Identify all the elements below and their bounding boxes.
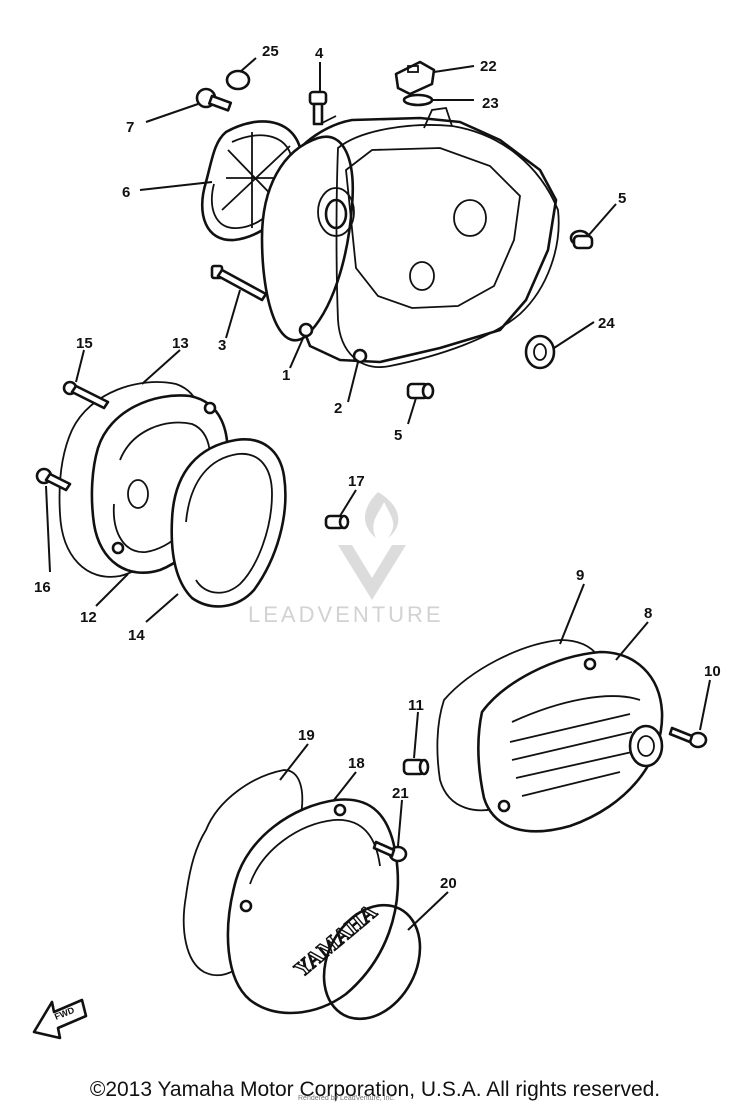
callout-13: 13 bbox=[172, 335, 189, 352]
bolt-10-part bbox=[668, 726, 708, 749]
callout-4: 4 bbox=[315, 45, 324, 62]
callout-8: 8 bbox=[644, 605, 652, 622]
callout-23: 23 bbox=[482, 95, 499, 112]
bolt-21-part bbox=[372, 840, 408, 863]
callout-19: 19 bbox=[298, 727, 315, 744]
bolt-16-part bbox=[35, 467, 72, 492]
dowel-5b-part bbox=[406, 382, 435, 400]
bolt-15-part bbox=[62, 380, 110, 410]
generator-o-ring-20-part bbox=[322, 903, 422, 1021]
watermark: LEADVENTURE bbox=[248, 492, 444, 627]
fwd-arrow-icon: FWD bbox=[32, 998, 88, 1040]
callout-labels: 25 4 7 6 22 23 5 24 3 1 2 5 15 13 17 16 … bbox=[34, 43, 721, 892]
o-ring-23-part bbox=[402, 93, 434, 107]
callout-14: 14 bbox=[128, 627, 145, 644]
clutch-gasket-14-part bbox=[170, 438, 287, 608]
copyright-notice: ©2013 Yamaha Motor Corporation, U.S.A. A… bbox=[89, 1078, 661, 1101]
sprocket-cover-8-part bbox=[477, 650, 664, 833]
callout-24: 24 bbox=[598, 315, 615, 332]
callout-2: 2 bbox=[334, 400, 342, 417]
callout-12: 12 bbox=[80, 609, 97, 626]
callout-20: 20 bbox=[440, 875, 457, 892]
callout-9: 9 bbox=[576, 567, 584, 584]
filler-cap-22-part bbox=[394, 60, 436, 96]
callout-16: 16 bbox=[34, 579, 51, 596]
callout-11: 11 bbox=[408, 697, 424, 714]
o-ring-25-part bbox=[225, 69, 251, 91]
crankcase-cover-part bbox=[260, 107, 558, 364]
crankcase-cover-assembly bbox=[139, 57, 617, 425]
callout-15: 15 bbox=[76, 335, 93, 352]
bolt-4-part bbox=[308, 90, 337, 126]
clutch-cover-assembly bbox=[35, 349, 357, 623]
bolt-3-part bbox=[210, 264, 268, 302]
bolt-7-part bbox=[195, 87, 233, 112]
flame-chevron-logo-icon bbox=[338, 492, 406, 600]
cover-gasket-part bbox=[335, 124, 560, 368]
callout-5b: 5 bbox=[394, 427, 402, 444]
callout-18: 18 bbox=[348, 755, 365, 772]
sprocket-cover-assembly bbox=[402, 583, 711, 833]
callout-10: 10 bbox=[704, 663, 721, 680]
callout-6: 6 bbox=[122, 184, 130, 201]
oil-seal-24-part bbox=[524, 334, 556, 370]
callout-25: 25 bbox=[262, 43, 279, 60]
callout-5a: 5 bbox=[618, 190, 626, 207]
rendered-by-credit: Rendered by LeadVenture, Inc. bbox=[298, 1095, 395, 1102]
callout-17: 17 bbox=[348, 473, 365, 490]
callout-21: 21 bbox=[392, 785, 409, 802]
callout-22: 22 bbox=[480, 58, 497, 75]
dowel-5a-part bbox=[569, 229, 594, 250]
watermark-text: LEADVENTURE bbox=[248, 602, 444, 627]
dowel-11-part bbox=[402, 758, 430, 776]
callout-3: 3 bbox=[218, 337, 226, 354]
generator-cover-assembly: YAMAHA bbox=[182, 743, 449, 1021]
callout-7: 7 bbox=[126, 119, 134, 136]
generator-cover-18-part: YAMAHA bbox=[226, 798, 400, 1015]
callout-1: 1 bbox=[282, 367, 290, 384]
dowel-17-part bbox=[324, 514, 350, 530]
